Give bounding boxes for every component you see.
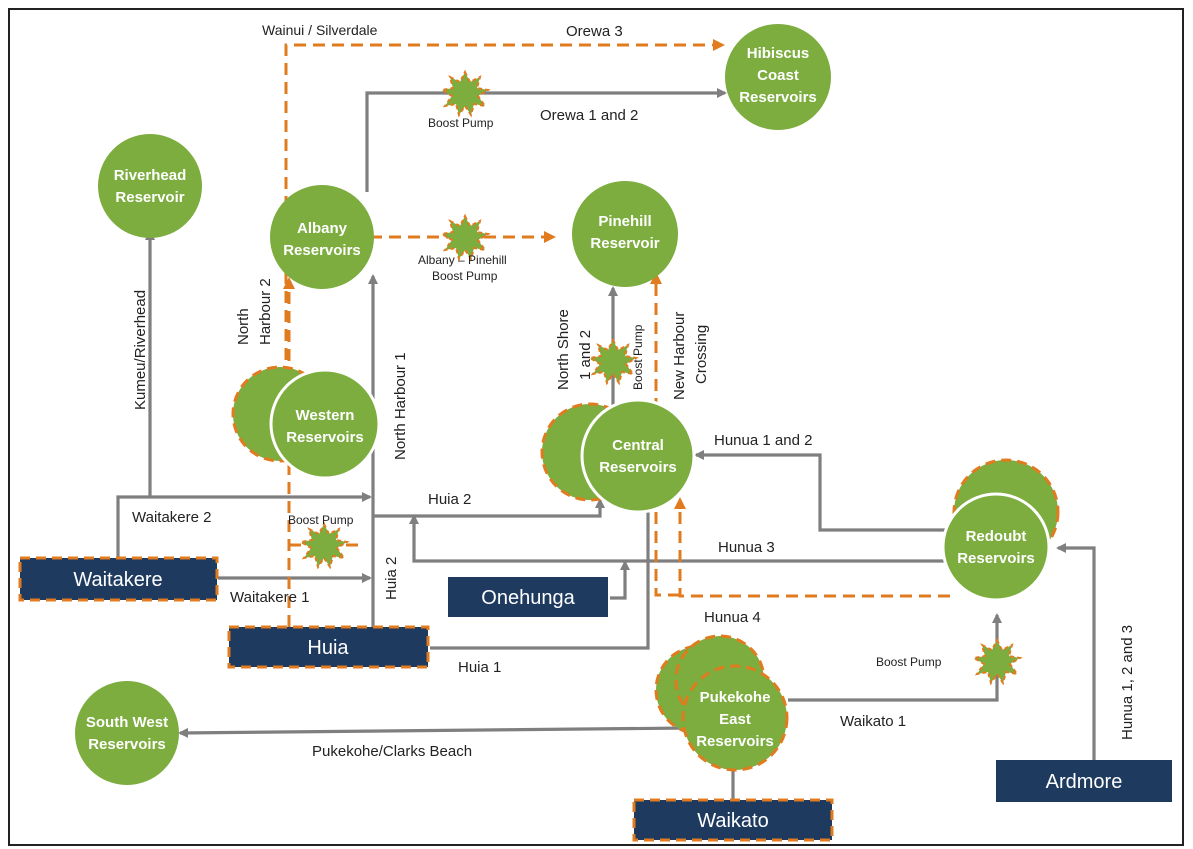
svg-text:Reservoir: Reservoir — [590, 235, 659, 252]
label-north-harbour-1: North Harbour 1 — [392, 352, 409, 460]
pipe-huia-1 — [430, 498, 653, 650]
pipe-hunua-1-2 — [694, 450, 950, 532]
label-waikato-1: Waikato 1 — [840, 713, 906, 730]
svg-text:Pinehill: Pinehill — [598, 213, 651, 230]
pipe-huia-2 — [373, 498, 605, 518]
pipe-new-harbour-crossing — [650, 272, 680, 597]
pipeline-labels: Wainui / Silverdale Orewa 3 Orewa 1 and … — [132, 22, 1136, 760]
svg-text:Western: Western — [296, 407, 355, 424]
reservoir-hibiscus-coast: Hibiscus Coast Reservoirs — [725, 24, 831, 130]
pipe-hunua-4 — [674, 497, 950, 598]
label-hunua-1-2-3: Hunua 1, 2 and 3 — [1119, 625, 1136, 740]
pipe-orewa-1-2 — [365, 88, 727, 192]
svg-text:Ardmore: Ardmore — [1046, 771, 1123, 793]
label-huia-1: Huia 1 — [458, 659, 501, 676]
label-hunua-1-2: Hunua 1 and 2 — [714, 432, 812, 449]
svg-text:Redoubt: Redoubt — [966, 528, 1027, 545]
reservoir-riverhead: Riverhead Reservoir — [98, 134, 202, 238]
source-ardmore: Ardmore — [996, 760, 1172, 802]
label-hunua-3: Hunua 3 — [718, 539, 775, 556]
existing-pipelines — [116, 88, 1096, 800]
proposed-pipelines — [283, 39, 950, 627]
label-boost-pump-waikato: Boost Pump — [876, 655, 942, 669]
label-orewa-1-2: Orewa 1 and 2 — [540, 107, 638, 124]
svg-text:Reservoirs: Reservoirs — [286, 429, 364, 446]
svg-text:Reservoirs: Reservoirs — [599, 459, 677, 476]
svg-text:Onehunga: Onehunga — [481, 587, 575, 609]
label-wainui-silverdale: Wainui / Silverdale — [262, 22, 378, 38]
reservoir-south-west: South West Reservoirs — [75, 681, 179, 785]
boost-pump-orewa — [439, 69, 491, 118]
label-north-shore-b: 1 and 2 — [577, 330, 594, 380]
label-north-harbour-2-a: North — [235, 308, 252, 345]
svg-text:Central: Central — [612, 437, 664, 454]
pipe-waitakere-2 — [116, 492, 372, 558]
svg-text:East: East — [719, 711, 751, 728]
svg-text:Reservoirs: Reservoirs — [696, 733, 774, 750]
source-waikato: Waikato — [632, 798, 834, 842]
label-north-harbour-2-b: Harbour 2 — [257, 278, 274, 345]
reservoir-central: Central Reservoirs — [540, 398, 696, 514]
reservoir-pinehill: Pinehill Reservoir — [572, 181, 678, 287]
reservoir-western: Western Reservoirs — [231, 365, 381, 480]
label-huia-2: Huia 2 — [428, 491, 471, 508]
svg-text:Reservoirs: Reservoirs — [739, 89, 817, 106]
label-new-harbour-a: New Harbour — [671, 312, 688, 400]
label-albany-pinehill-2: Boost Pump — [432, 269, 498, 283]
svg-text:Riverhead: Riverhead — [114, 167, 187, 184]
svg-text:Reservoirs: Reservoirs — [88, 736, 166, 753]
diagram-frame — [8, 8, 1184, 846]
boost-pump-western — [298, 521, 350, 570]
svg-text:Pukekohe: Pukekohe — [700, 689, 771, 706]
label-waitakere-2: Waitakere 2 — [132, 509, 211, 526]
svg-text:Reservoir: Reservoir — [115, 189, 184, 206]
svg-text:Hibiscus: Hibiscus — [747, 45, 810, 62]
label-huia-2-vertical: Huia 2 — [383, 557, 400, 600]
pipe-pukekohe-clarks-beach — [178, 726, 691, 738]
label-boost-pump-north-shore: Boost Pump — [631, 324, 645, 390]
svg-text:Waitakere: Waitakere — [73, 569, 162, 591]
svg-text:South West: South West — [86, 714, 168, 731]
boost-pump-waikato — [971, 637, 1023, 686]
label-hunua-4: Hunua 4 — [704, 609, 761, 626]
label-waitakere-1: Waitakere 1 — [230, 589, 309, 606]
svg-text:Albany: Albany — [297, 220, 348, 237]
reservoir-redoubt: Redoubt Reservoirs — [941, 458, 1060, 602]
reservoir-pukekohe-east: Pukekohe East Reservoirs — [654, 634, 789, 772]
label-albany-pinehill-1: Albany – Pinehill — [418, 253, 507, 267]
pipe-hunua-1-2-3 — [1056, 543, 1096, 760]
svg-text:Reservoirs: Reservoirs — [283, 242, 361, 259]
label-new-harbour-b: Crossing — [693, 325, 710, 384]
reservoir-albany: Albany Reservoirs — [270, 185, 374, 289]
label-boost-pump-western: Boost Pump — [288, 513, 354, 527]
svg-text:Huia: Huia — [307, 637, 349, 659]
label-kumeu-riverhead: Kumeu/Riverhead — [132, 290, 149, 410]
svg-text:Waikato: Waikato — [697, 810, 769, 832]
boost-pump-albany-pinehill — [439, 213, 491, 262]
boost-pump-north-shore — [587, 337, 639, 386]
svg-text:Coast: Coast — [757, 67, 799, 84]
label-orewa-3: Orewa 3 — [566, 23, 623, 40]
source-waitakere: Waitakere — [18, 556, 219, 602]
source-huia: Huia — [227, 625, 430, 669]
pipe-hunua-3 — [409, 514, 950, 563]
label-north-shore-a: North Shore — [555, 309, 572, 390]
label-pukekohe-clarks-beach: Pukekohe/Clarks Beach — [312, 743, 472, 760]
label-boost-pump-orewa: Boost Pump — [428, 116, 494, 130]
source-onehunga: Onehunga — [448, 577, 608, 617]
svg-text:Reservoirs: Reservoirs — [957, 550, 1035, 567]
pipe-onehunga — [610, 560, 630, 600]
